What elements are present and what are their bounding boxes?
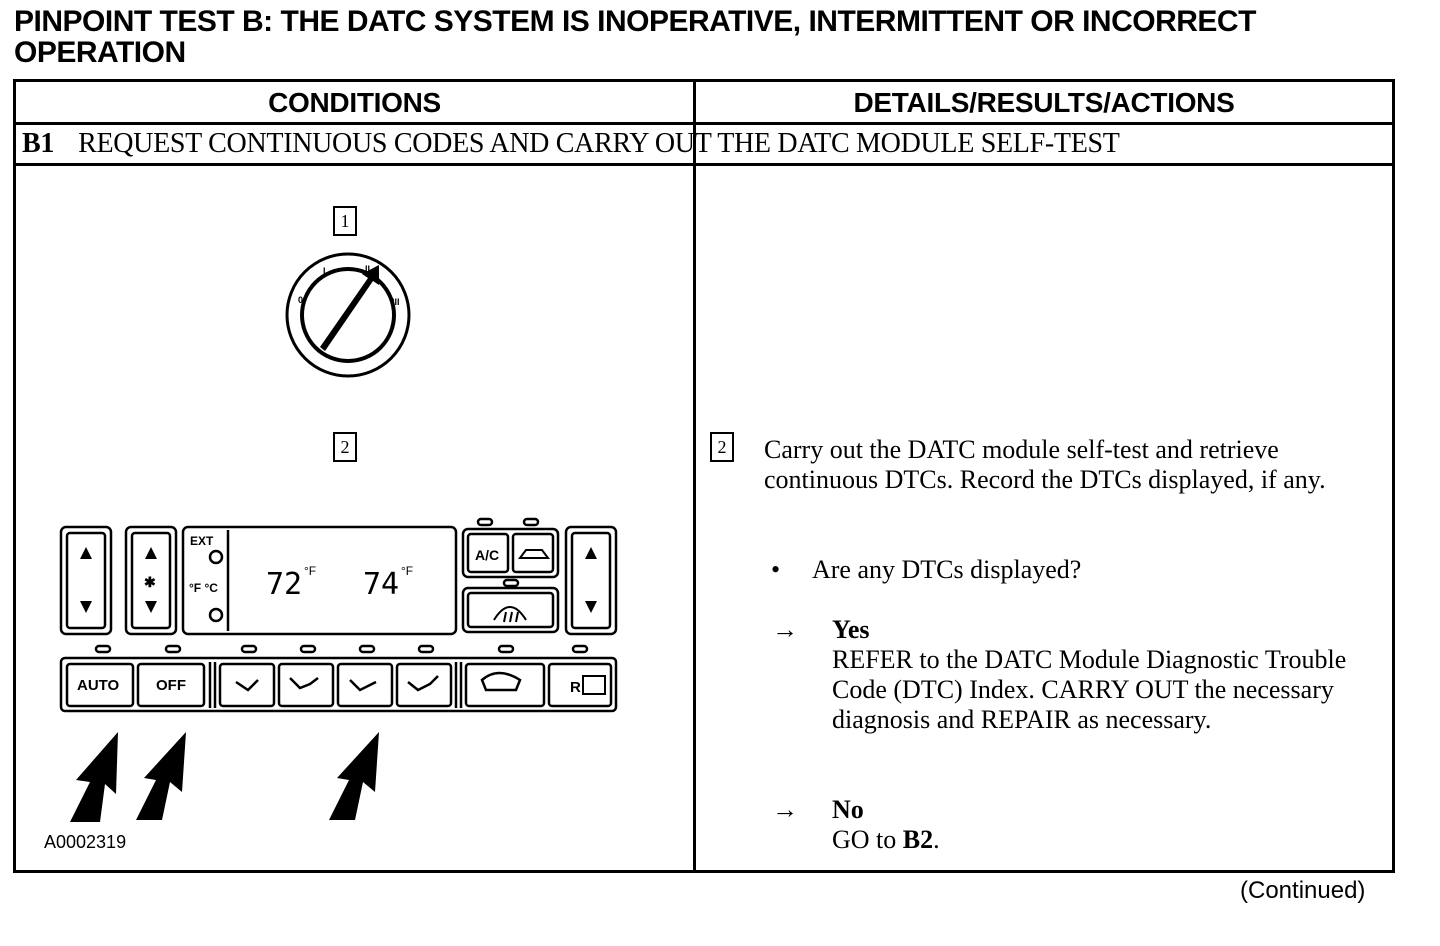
temp-left-unit: °F (304, 564, 316, 578)
auto-label: AUTO (77, 677, 120, 694)
ac-label: A/C (475, 547, 499, 563)
ignition-position-2: II (365, 264, 370, 274)
continued-note: (Continued) (1240, 877, 1366, 904)
svg-text:✱: ✱ (144, 574, 156, 590)
details-header: DETAILS/RESULTS/ACTIONS (853, 87, 1235, 118)
step-title-text: REQUEST CONTINUOUS CODES AND CARRY OUT T… (78, 128, 1120, 159)
figure-callout-2: 2 (333, 432, 357, 462)
temp-right-unit: °F (401, 564, 413, 578)
no-arrow: → (772, 795, 798, 824)
no-action-prefix: GO to (832, 825, 903, 854)
figure-callout-1: 1 (333, 206, 357, 236)
yes-label: Yes (832, 615, 870, 644)
off-label: OFF (156, 677, 186, 694)
yes-arrow: → (772, 615, 798, 644)
rear-label: R (570, 679, 581, 696)
action-callout-2: 2 (710, 432, 734, 462)
header-divider (16, 122, 1392, 125)
no-action-target: B2 (902, 825, 934, 854)
pointer-arrow-auto (70, 732, 118, 822)
conditions-header: CONDITIONS (268, 87, 441, 118)
column-divider (693, 82, 696, 870)
ignition-position-0: 0 (298, 295, 303, 305)
temp-right: 74 (363, 567, 399, 602)
unit-label: °F °C (189, 581, 218, 595)
ignition-position-1: I (323, 266, 326, 276)
ignition-key-arrow (320, 265, 379, 351)
step-id: B1 (22, 128, 55, 159)
action-question: Are any DTCs displayed? (812, 555, 1082, 584)
bullet-glyph: • (771, 555, 781, 584)
no-label: No (832, 795, 864, 824)
ignition-switch-figure: 0 I II III (285, 252, 411, 378)
figure-id: A0002319 (44, 832, 127, 852)
no-action-suffix: . (933, 825, 940, 854)
temp-left: 72 (266, 567, 302, 602)
action-instruction: Carry out the DATC module self-test and … (764, 435, 1326, 494)
ignition-position-3: III (392, 297, 400, 307)
no-action-text: GO to B2. (832, 825, 940, 855)
pointer-arrow-mode (329, 732, 379, 820)
step-divider (16, 163, 1392, 166)
pinpoint-test-table: CONDITIONS DETAILS/RESULTS/ACTIONS B1 REQ… (13, 79, 1395, 873)
yes-action-text: REFER to the DATC Module Diagnostic Trou… (832, 645, 1347, 734)
step-title: B1 REQUEST CONTINUOUS CODES AND CARRY OUT… (22, 126, 1120, 162)
climate-control-panel-figure: ✱ EXT °F °C 72 °F 74 °F A/C AUTO OFF R (59, 517, 618, 822)
ext-label: EXT (190, 534, 214, 548)
page-title: PINPOINT TEST B: THE DATC SYSTEM IS INOP… (14, 5, 1256, 69)
pointer-arrow-off (136, 732, 186, 820)
